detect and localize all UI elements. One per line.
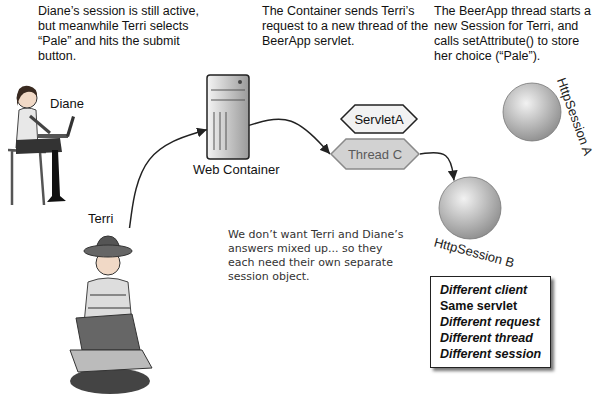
- arm: [30, 116, 50, 133]
- laptop-base: [70, 350, 152, 372]
- person-figure: Terri: [62, 228, 152, 400]
- annotation-text: The BeerApp thread starts a new Session …: [434, 4, 597, 64]
- flow-arrow: [130, 130, 208, 228]
- node-label: Diane: [50, 96, 84, 111]
- node-label: HttpSession B: [432, 234, 515, 270]
- node-label: Web Container: [193, 162, 279, 177]
- hat-brim: [84, 245, 132, 257]
- circle-outline: [438, 176, 502, 240]
- caption-note: The Container sends Terri’s request to a…: [262, 4, 430, 49]
- laptop-screen: [76, 314, 140, 350]
- laptop-base: [38, 134, 68, 138]
- flow-arrow: [249, 119, 330, 154]
- session-sphere: [439, 177, 501, 239]
- annotation-text: We don’t want Terri and Diane’s answers …: [228, 228, 408, 284]
- annotation-text: Diane’s session is still active, but mea…: [38, 4, 216, 64]
- boots: [47, 150, 66, 202]
- node-label: Different client: [440, 282, 541, 298]
- node-label: ServletA: [354, 112, 403, 127]
- person-figure: Diane: [0, 80, 92, 210]
- hair: [17, 86, 37, 106]
- node-label: Terri: [88, 211, 113, 226]
- server-case: [207, 75, 249, 159]
- laptop-screen: [66, 116, 75, 137]
- thread-hexagon: Thread C: [330, 138, 420, 170]
- hexagon-shape: [331, 139, 419, 169]
- handwritten-note: We don’t want Terri and Diane’s answers …: [228, 228, 408, 284]
- session-sphere: [503, 83, 561, 141]
- hexagon-shape: [341, 105, 417, 133]
- caption-note: The BeerApp thread starts a new Session …: [434, 4, 597, 64]
- web-container-server: Web Container: [207, 75, 249, 159]
- terri-figure: [70, 236, 152, 394]
- annotation-text: The Container sends Terri’s request to a…: [262, 4, 430, 49]
- session-circle: HttpSession A: [502, 82, 562, 142]
- node-label: Different request: [440, 314, 541, 330]
- circle-outline: [502, 82, 562, 142]
- node-label: Different thread: [440, 330, 541, 346]
- node-label: Different session: [440, 346, 541, 362]
- servlet-hexagon: ServletA: [340, 104, 418, 134]
- node-label: Same servlet: [440, 298, 541, 314]
- server-icon: [207, 75, 249, 159]
- comparison-box: Different clientSame servletDifferent re…: [430, 276, 551, 368]
- caption-note: Diane’s session is still active, but mea…: [38, 4, 216, 64]
- chair: [8, 150, 46, 205]
- server-slots: [211, 90, 245, 150]
- server-light: [238, 80, 242, 84]
- session-circle: HttpSession B: [438, 176, 502, 240]
- flow-arrow: [420, 153, 454, 181]
- node-label: Thread C: [348, 147, 402, 162]
